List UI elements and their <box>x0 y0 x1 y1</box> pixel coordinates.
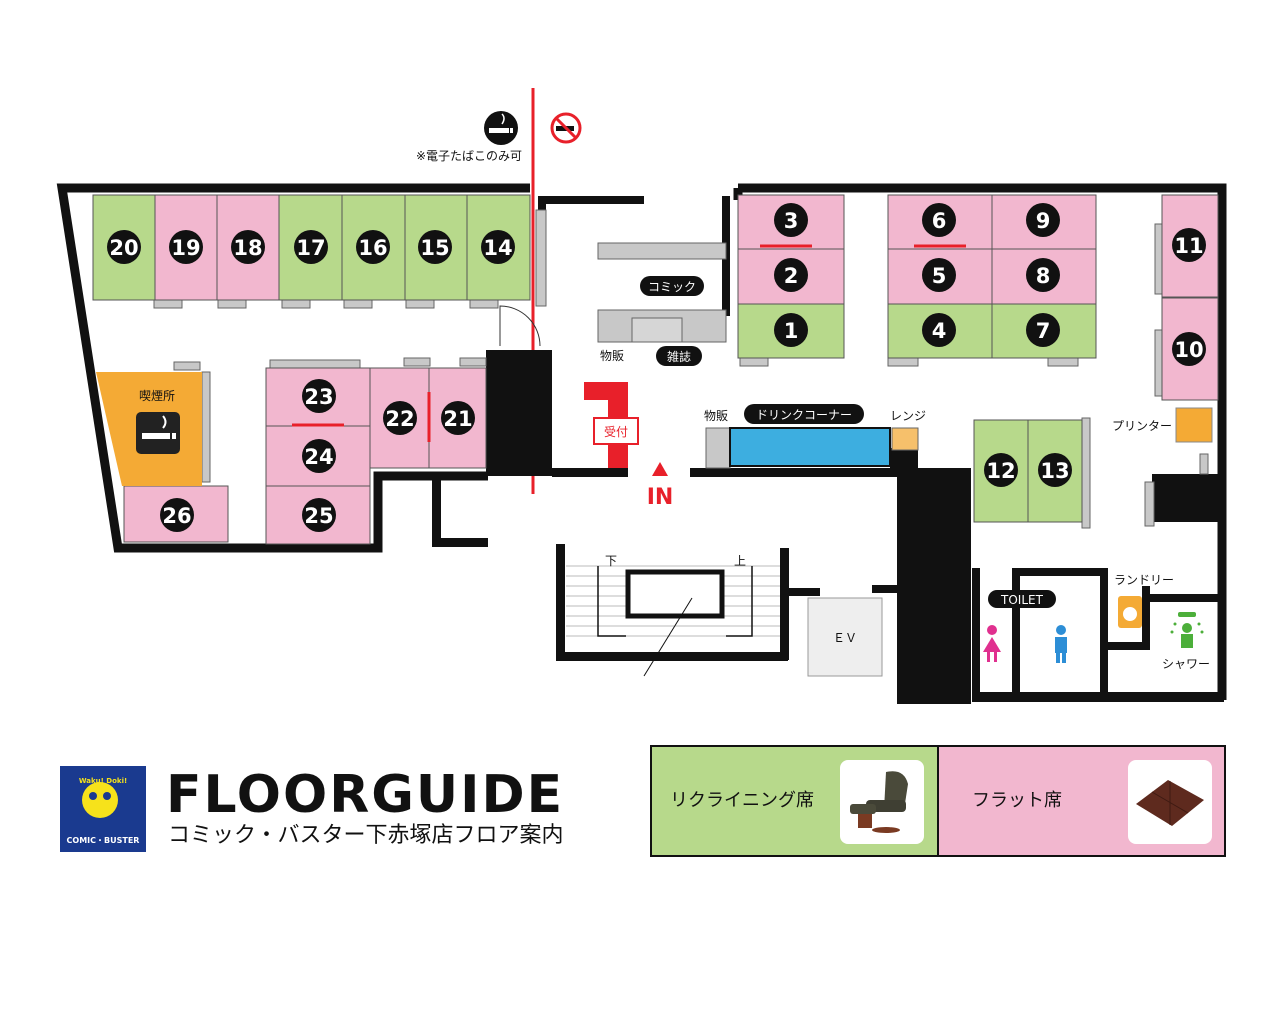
svg-text:下: 下 <box>605 554 617 568</box>
printer: プリンター <box>1112 407 1213 443</box>
svg-text:Waku! Doki!: Waku! Doki! <box>79 777 127 785</box>
elevator: ＥＶ <box>807 597 883 677</box>
comic-buster-logo: Waku! Doki! COMIC・BUSTER <box>60 766 146 852</box>
svg-text:4: 4 <box>932 319 947 343</box>
svg-text:受付: 受付 <box>604 425 628 439</box>
svg-text:COMIC・BUSTER: COMIC・BUSTER <box>67 836 140 845</box>
svg-text:IN: IN <box>647 485 674 510</box>
svg-text:喫煙所: 喫煙所 <box>139 389 175 403</box>
comic-label: コミック <box>640 276 704 296</box>
svg-text:シャワー: シャワー <box>1162 657 1210 671</box>
svg-text:25: 25 <box>304 504 333 528</box>
svg-text:21: 21 <box>443 407 472 431</box>
svg-text:10: 10 <box>1174 338 1203 362</box>
svg-text:プリンター: プリンター <box>1112 419 1172 433</box>
svg-text:22: 22 <box>385 407 414 431</box>
stairs: 下 上 <box>566 554 780 677</box>
toilet: TOILET <box>983 590 1067 663</box>
svg-text:7: 7 <box>1036 319 1051 343</box>
svg-text:3: 3 <box>784 209 799 233</box>
shower: シャワー <box>1162 612 1210 671</box>
female-icon <box>983 625 1001 662</box>
printer-icon <box>1175 407 1213 443</box>
svg-text:9: 9 <box>1036 209 1051 233</box>
drink-corner: 物販 ドリンクコーナー レンジ <box>704 404 926 467</box>
svg-text:16: 16 <box>358 236 387 260</box>
shelves <box>153 209 1209 529</box>
flat-mat-image <box>1128 760 1212 844</box>
svg-text:17: 17 <box>296 236 325 260</box>
svg-text:ランドリー: ランドリー <box>1114 573 1174 587</box>
svg-text:1: 1 <box>784 319 799 343</box>
svg-text:TOILET: TOILET <box>1000 593 1044 607</box>
seat-legend: リクライニング席 フラット席 <box>650 745 1226 857</box>
svg-text:12: 12 <box>986 459 1015 483</box>
svg-text:26: 26 <box>162 504 191 528</box>
entrance[interactable]: IN <box>647 462 674 510</box>
svg-text:19: 19 <box>171 236 200 260</box>
svg-text:14: 14 <box>483 236 512 260</box>
shower-icon <box>1170 612 1204 648</box>
door-swing <box>499 305 541 347</box>
smoking-room: 喫煙所 <box>96 372 202 486</box>
svg-text:20: 20 <box>109 236 138 260</box>
goods-label-left: 物販 <box>600 349 624 363</box>
male-icon <box>1055 625 1067 663</box>
svg-text:レンジ: レンジ <box>890 409 926 423</box>
page-subtitle: コミック・バスター下赤塚店フロア案内 <box>168 823 564 848</box>
legend-flat-label: フラット席 <box>972 790 1062 811</box>
magazine-label: 雑誌 <box>656 346 702 366</box>
laundry: ランドリー <box>1114 573 1174 628</box>
svg-text:24: 24 <box>304 445 333 469</box>
pair-seat-markers <box>292 244 966 442</box>
reception: 受付 <box>584 382 639 468</box>
svg-text:11: 11 <box>1174 234 1203 258</box>
svg-text:雑誌: 雑誌 <box>667 349 691 364</box>
svg-text:ＥＶ: ＥＶ <box>833 631 857 645</box>
svg-text:上: 上 <box>734 554 746 568</box>
legend-recliner-label: リクライニング席 <box>670 790 814 811</box>
svg-text:コミック: コミック <box>648 280 696 294</box>
svg-text:8: 8 <box>1036 264 1051 288</box>
e-cigarette-note: ※電子たばこのみ可 <box>416 149 522 163</box>
page-title: FLOORGUIDE <box>166 765 564 825</box>
svg-text:13: 13 <box>1040 459 1069 483</box>
svg-text:2: 2 <box>784 264 799 288</box>
svg-text:5: 5 <box>932 264 947 288</box>
svg-text:23: 23 <box>304 385 333 409</box>
svg-text:18: 18 <box>233 236 262 260</box>
seat-numbers: 20 19 18 17 16 15 14 3 2 1 6 5 4 9 8 7 1… <box>107 203 1206 532</box>
svg-text:6: 6 <box>932 209 947 233</box>
svg-text:ドリンクコーナー: ドリンクコーナー <box>756 408 852 422</box>
svg-text:物販: 物販 <box>704 409 728 423</box>
recliner-chair-image <box>840 760 924 844</box>
svg-text:15: 15 <box>420 236 449 260</box>
